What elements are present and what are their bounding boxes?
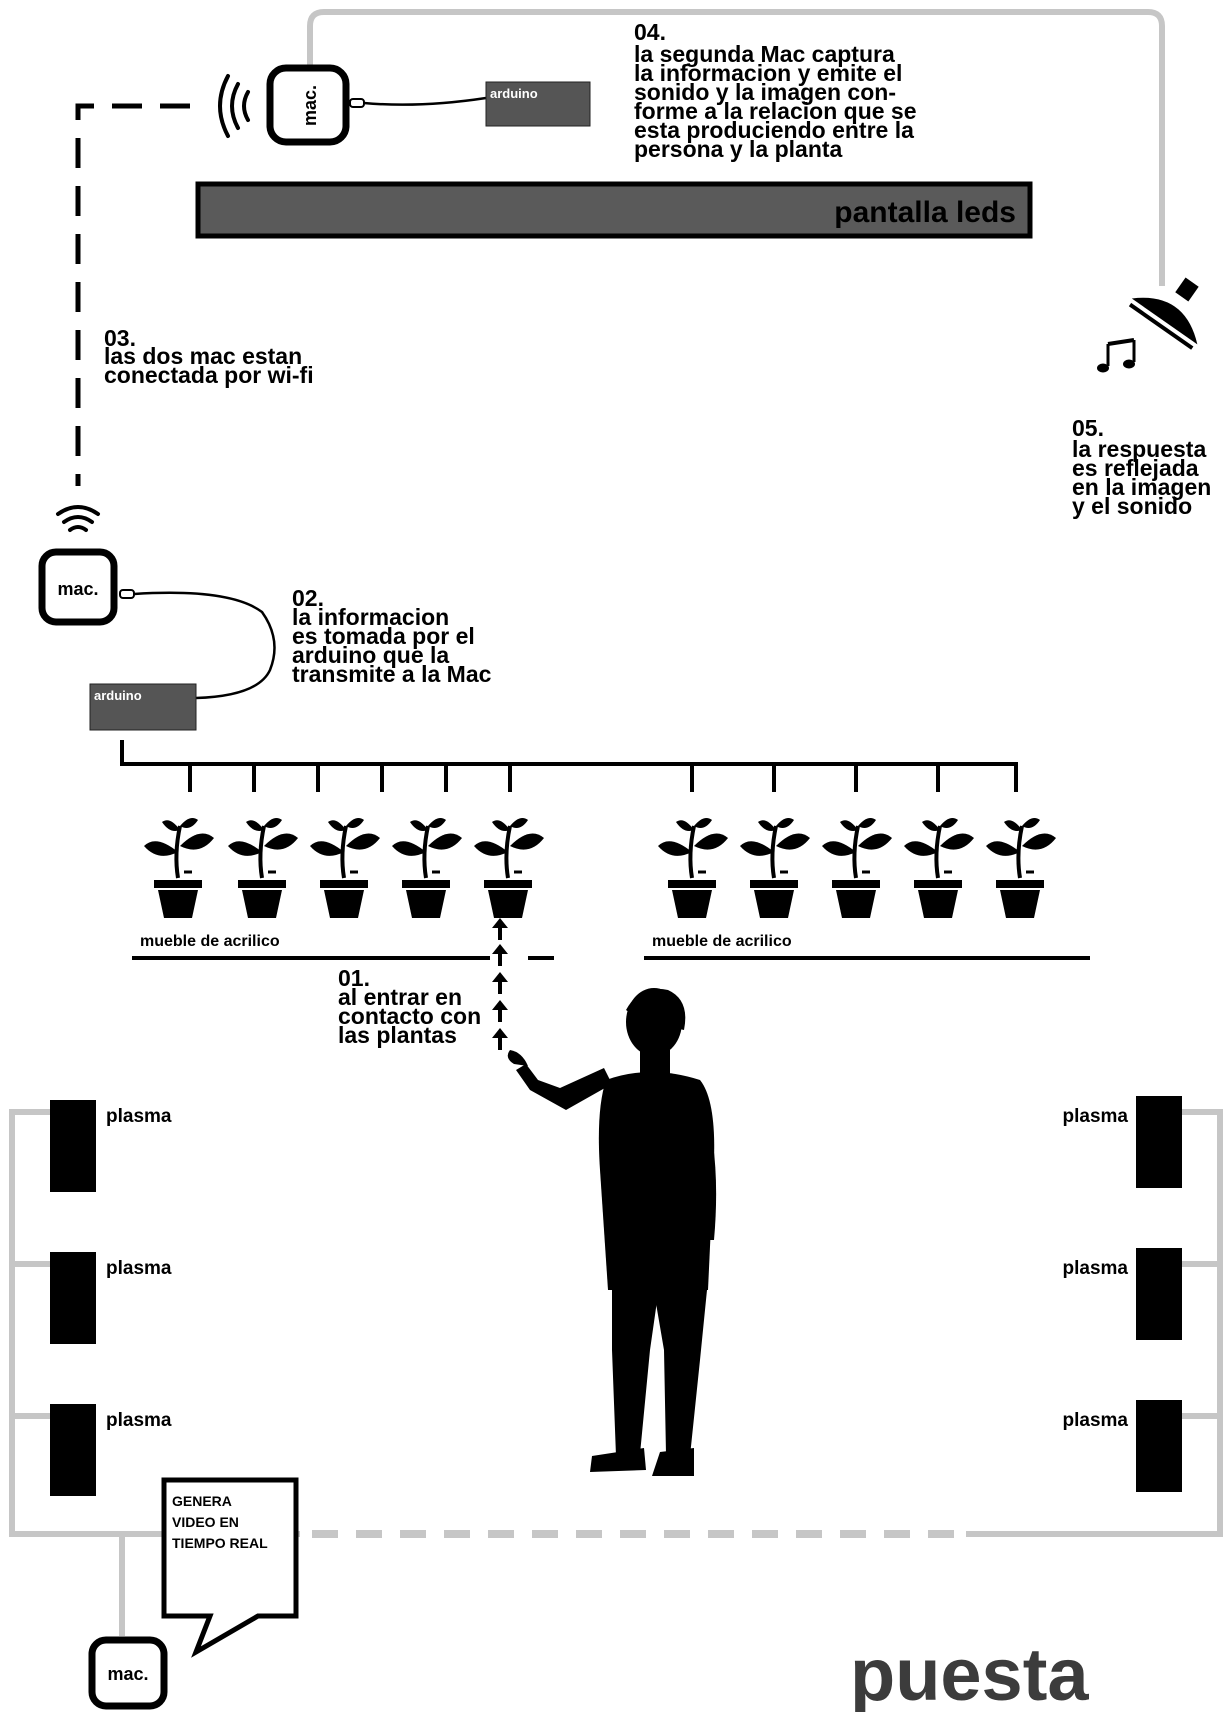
wifi-dashed-link (78, 106, 190, 486)
mac-box-top: mac. (270, 68, 346, 142)
arduino-label-middle: arduino (94, 688, 142, 703)
mac-box-middle: mac. (42, 552, 114, 622)
arduino-box-top: arduino (486, 82, 590, 126)
plant-pot-icon (740, 818, 810, 918)
step-03-text: 03. las dos mac estan conectada por wi-f… (104, 325, 314, 388)
led-screen-label: pantalla leds (834, 196, 1016, 229)
plug-top (350, 99, 364, 107)
plasma-label: plasma (1063, 1258, 1129, 1279)
wifi-icon (58, 507, 98, 530)
furniture-label-left: mueble de acrilico (140, 933, 280, 950)
step-05-line: y el sonido (1072, 493, 1192, 519)
plant-pot-icon (228, 818, 298, 918)
plasma-screen-left: plasma (50, 1404, 172, 1496)
bubble-line: VIDEO EN (172, 1514, 239, 1530)
plasma-screen-right: plasma (1063, 1400, 1182, 1492)
plasma-column-left: plasma plasma plasma (50, 1100, 172, 1496)
plasma-screen-right: plasma (1063, 1248, 1182, 1340)
mac-box-bottom: mac. (92, 1640, 164, 1706)
arrow-up-icon (492, 972, 508, 994)
step-02-line: transmite a la Mac (292, 661, 492, 687)
plant-pot-icon (310, 818, 380, 918)
plasma-label: plasma (106, 1258, 172, 1279)
furniture-right: mueble de acrilico (644, 933, 1090, 958)
person-silhouette-icon (508, 988, 716, 1476)
touch-arrows (492, 918, 508, 1050)
mac-label-middle: mac. (57, 579, 98, 599)
arrow-up-icon (492, 918, 508, 940)
arduino-label-top: arduino (490, 86, 538, 101)
sensor-drops (190, 764, 1016, 792)
plasma-label: plasma (106, 1106, 172, 1127)
plasma-label: plasma (1063, 1410, 1129, 1431)
step-04-text: 04. la segunda Mac captura la informacio… (634, 19, 917, 162)
plant-pot-icon (658, 818, 728, 918)
plant-pot-icon (904, 818, 974, 918)
step-02-text: 02. la informacion es tomada por el ardu… (292, 585, 492, 687)
plant-pot-icon (986, 818, 1056, 918)
sensor-bus (122, 740, 1016, 790)
arrow-up-icon (492, 1000, 508, 1022)
plasma-screen-right: plasma (1063, 1096, 1182, 1188)
plasma-screen-left: plasma (50, 1252, 172, 1344)
plant-row (144, 818, 1056, 918)
signal-waves-icon (220, 76, 248, 136)
plasma-screen-left: plasma (50, 1100, 172, 1192)
furniture-label-right: mueble de acrilico (652, 933, 792, 950)
arrow-up-icon (492, 944, 508, 966)
wire-middle (134, 593, 275, 698)
spotlight-icon (1128, 259, 1225, 349)
step-01-line: las plantas (338, 1022, 457, 1048)
speech-bubble: GENERA VIDEO EN TIEMPO REAL (164, 1480, 296, 1652)
plug-middle (120, 590, 134, 598)
wire-top (364, 98, 486, 105)
mac-label-top: mac. (300, 85, 320, 126)
plasma-label: plasma (1063, 1106, 1129, 1127)
led-screen: pantalla leds (198, 184, 1030, 236)
bubble-line: GENERA (172, 1493, 232, 1509)
step-01-text: 01. al entrar en contacto con las planta… (338, 965, 481, 1048)
plasma-column-right: plasma plasma plasma (1063, 1096, 1182, 1492)
plant-pot-icon (144, 818, 214, 918)
plasma-label: plasma (106, 1410, 172, 1431)
plant-pot-icon (474, 818, 544, 918)
arduino-box-middle: arduino (90, 684, 196, 730)
step-04-line: persona y la planta (634, 136, 843, 162)
plant-pot-icon (392, 818, 462, 918)
bubble-line: TIEMPO REAL (172, 1535, 268, 1551)
furniture-left: mueble de acrilico (132, 933, 554, 958)
footer-title: puesta (850, 1633, 1089, 1712)
plant-pot-icon (822, 818, 892, 918)
music-note-icon (1097, 340, 1135, 373)
step-05-text: 05. la respuesta es reflejada en la imag… (1072, 415, 1211, 519)
mac-label-bottom: mac. (107, 1664, 148, 1684)
arrow-up-icon (492, 1028, 508, 1050)
step-03-line: conectada por wi-fi (104, 362, 314, 388)
